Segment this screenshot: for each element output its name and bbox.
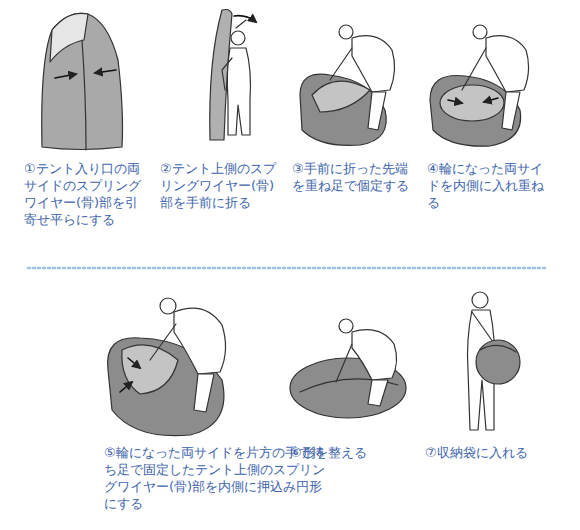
separator-line (28, 267, 545, 270)
person-figure (210, 10, 256, 141)
step-caption: ②テント上側のスプリングワイヤー(骨)部を手前に折る (160, 160, 282, 211)
person-figure (430, 25, 529, 146)
person-figure (300, 25, 395, 145)
person-figure (290, 319, 406, 418)
step-caption: ⑥形を整える (290, 444, 412, 461)
step-caption: ①テント入り口の両サイドのスプリングワイヤー(骨)部を引寄せ平らにする (24, 160, 146, 228)
step-caption: ③手前に折った先端を重ね足で個定する (292, 160, 414, 194)
step-caption: ⑦収納袋に入れる (425, 444, 547, 461)
person-figure (108, 298, 226, 436)
tent-figure (42, 13, 123, 150)
step-caption: ④輪になった両サイドを内側に入れ重ねる (427, 160, 549, 211)
person-figure (468, 292, 521, 430)
